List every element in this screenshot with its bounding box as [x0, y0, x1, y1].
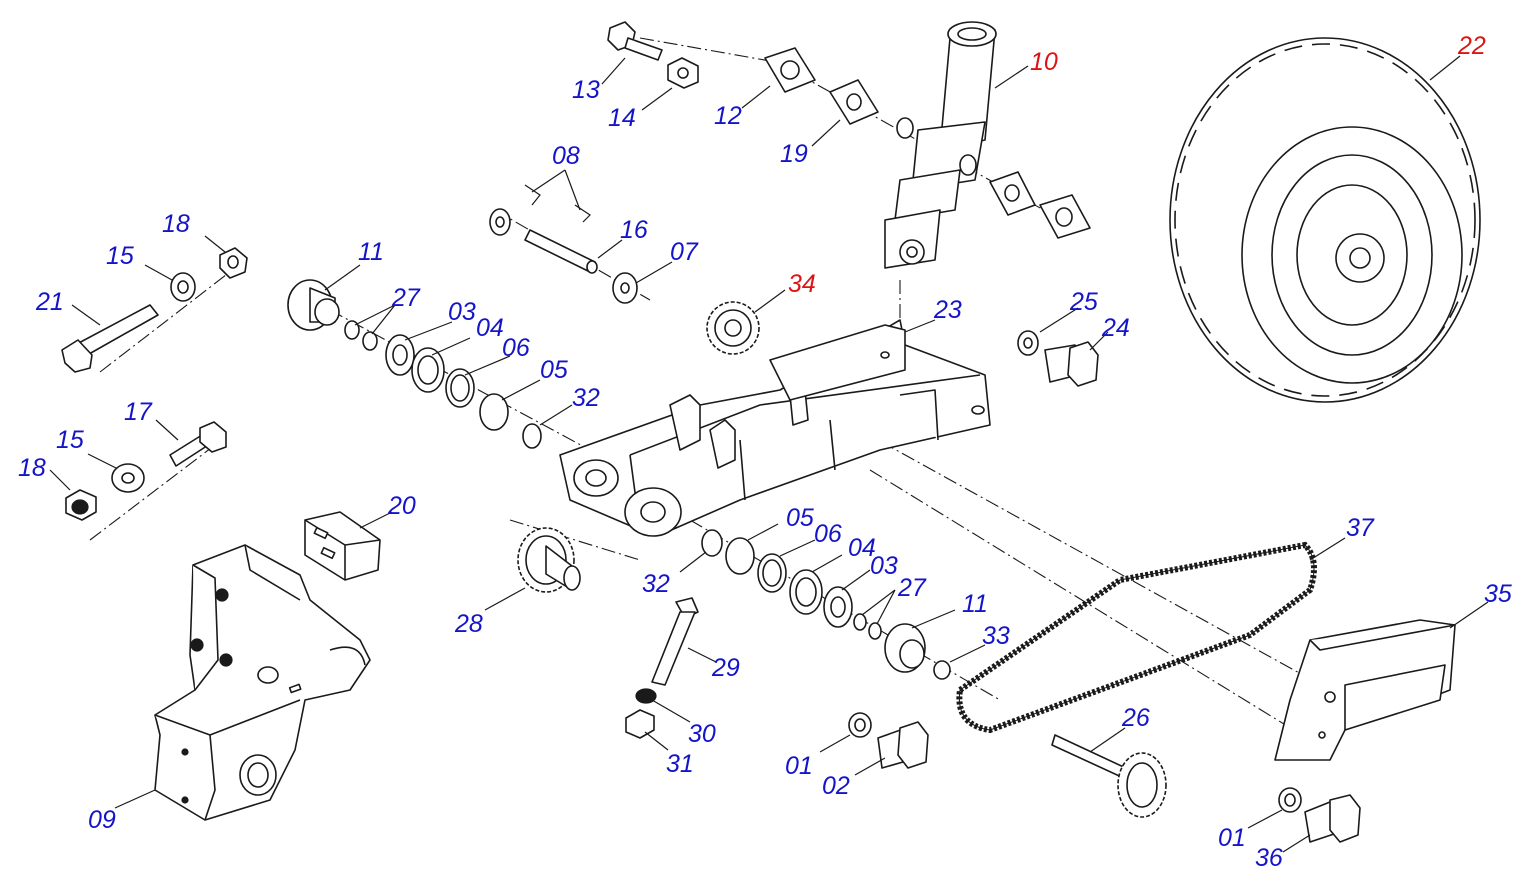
- callout-04-bot: 04: [848, 534, 876, 562]
- callout-12: 12: [714, 102, 742, 130]
- shaft-26: [1051, 734, 1167, 818]
- callout-labels: 13 14 12 19 10 22 08 16 07 34 23 25 24 1…: [18, 32, 1512, 872]
- sprocket-28: [517, 527, 581, 593]
- chain-guard-35: [1274, 619, 1456, 761]
- washer-25: [1017, 330, 1039, 356]
- callout-29: 29: [711, 654, 740, 682]
- callout-03-top: 03: [448, 298, 476, 326]
- callout-31: 31: [666, 750, 694, 778]
- leader-lines: [49, 55, 1489, 853]
- nut-14: [667, 57, 699, 89]
- callout-14: 14: [608, 104, 636, 132]
- callout-27-bot: 27: [897, 574, 927, 602]
- bearing-06a: [445, 368, 475, 408]
- bracket-12: [764, 47, 816, 93]
- callout-34: 34: [788, 270, 816, 298]
- callout-02: 02: [822, 772, 850, 800]
- circlip-05a: [479, 393, 509, 431]
- nut-18a: [219, 247, 248, 279]
- callout-17: 17: [124, 398, 153, 426]
- plate-03a: [385, 334, 415, 376]
- callout-32-top: 32: [572, 384, 600, 412]
- callout-18-mid: 18: [18, 454, 46, 482]
- pin-set: [489, 184, 638, 304]
- callout-04-top: 04: [476, 314, 504, 342]
- sprocket-34: [706, 301, 760, 355]
- callout-27-top: 27: [391, 284, 421, 312]
- bolt-36: [1304, 794, 1361, 843]
- callout-08: 08: [552, 142, 580, 170]
- callout-19: 19: [780, 140, 808, 168]
- callout-36: 36: [1255, 844, 1283, 872]
- bolt-02: [877, 721, 929, 769]
- washer-30: [635, 688, 657, 704]
- washer-15b: [111, 463, 145, 493]
- plate-03b: [823, 586, 853, 628]
- ring-27b: [853, 613, 882, 640]
- callout-25: 25: [1069, 288, 1098, 316]
- circlip-33: [933, 660, 951, 680]
- bolt-29: [651, 597, 699, 686]
- circlip-32a: [522, 423, 542, 449]
- callout-20: 20: [387, 492, 416, 520]
- callout-06-top: 06: [502, 334, 530, 362]
- callout-10: 10: [1030, 48, 1058, 76]
- swing-arm-23: [559, 319, 991, 537]
- hub-11b: [884, 623, 926, 673]
- callout-15-top: 15: [106, 242, 134, 270]
- cylinder-10: [884, 21, 997, 269]
- callout-24: 24: [1101, 314, 1130, 342]
- callout-32-bot: 32: [642, 570, 670, 598]
- plate-19: [829, 79, 879, 125]
- callout-15-mid: 15: [56, 426, 84, 454]
- callout-13: 13: [572, 76, 600, 104]
- washer-01b: [1278, 787, 1302, 813]
- circlip-05b: [725, 537, 755, 575]
- wheel-22: [1169, 37, 1481, 403]
- nut-18b: [65, 489, 97, 521]
- callout-16: 16: [620, 216, 648, 244]
- callout-07: 07: [670, 238, 699, 266]
- nut-31: [625, 709, 655, 739]
- bolt-13: [607, 21, 663, 61]
- callout-05-bot: 05: [786, 504, 814, 532]
- ring-27a: [344, 320, 378, 351]
- bearing-06b: [757, 553, 787, 593]
- callout-03-bot: 03: [870, 552, 898, 580]
- callout-37: 37: [1346, 514, 1375, 542]
- chain-37: [956, 541, 1317, 734]
- bracket-09: [154, 544, 371, 821]
- callout-35: 35: [1484, 580, 1512, 608]
- callout-22: 22: [1457, 32, 1486, 60]
- circlip-32b: [701, 529, 723, 557]
- callout-11-bot: 11: [962, 590, 988, 618]
- bolt-24: [1044, 341, 1099, 387]
- washer-15a: [170, 272, 196, 302]
- callout-18-top: 18: [162, 210, 190, 238]
- callout-33: 33: [982, 622, 1010, 650]
- callout-21: 21: [35, 288, 64, 316]
- washer-01a: [848, 712, 872, 738]
- callout-30: 30: [688, 720, 716, 748]
- callout-05-top: 05: [540, 356, 568, 384]
- callout-11-top: 11: [358, 238, 384, 266]
- bolt-21: [61, 304, 159, 373]
- callout-09: 09: [88, 806, 116, 834]
- fitting-right: [989, 171, 1091, 239]
- hub-11a: [287, 279, 340, 331]
- callout-23: 23: [933, 296, 962, 324]
- callout-01-right: 01: [1218, 824, 1246, 852]
- callout-28: 28: [454, 610, 483, 638]
- bolt-17: [169, 421, 227, 467]
- callout-06-bot: 06: [814, 520, 842, 548]
- callout-01-mid: 01: [785, 752, 813, 780]
- bearing-04a: [411, 347, 445, 393]
- bearing-04b: [789, 569, 823, 615]
- block-20: [304, 511, 381, 581]
- callout-26: 26: [1121, 704, 1150, 732]
